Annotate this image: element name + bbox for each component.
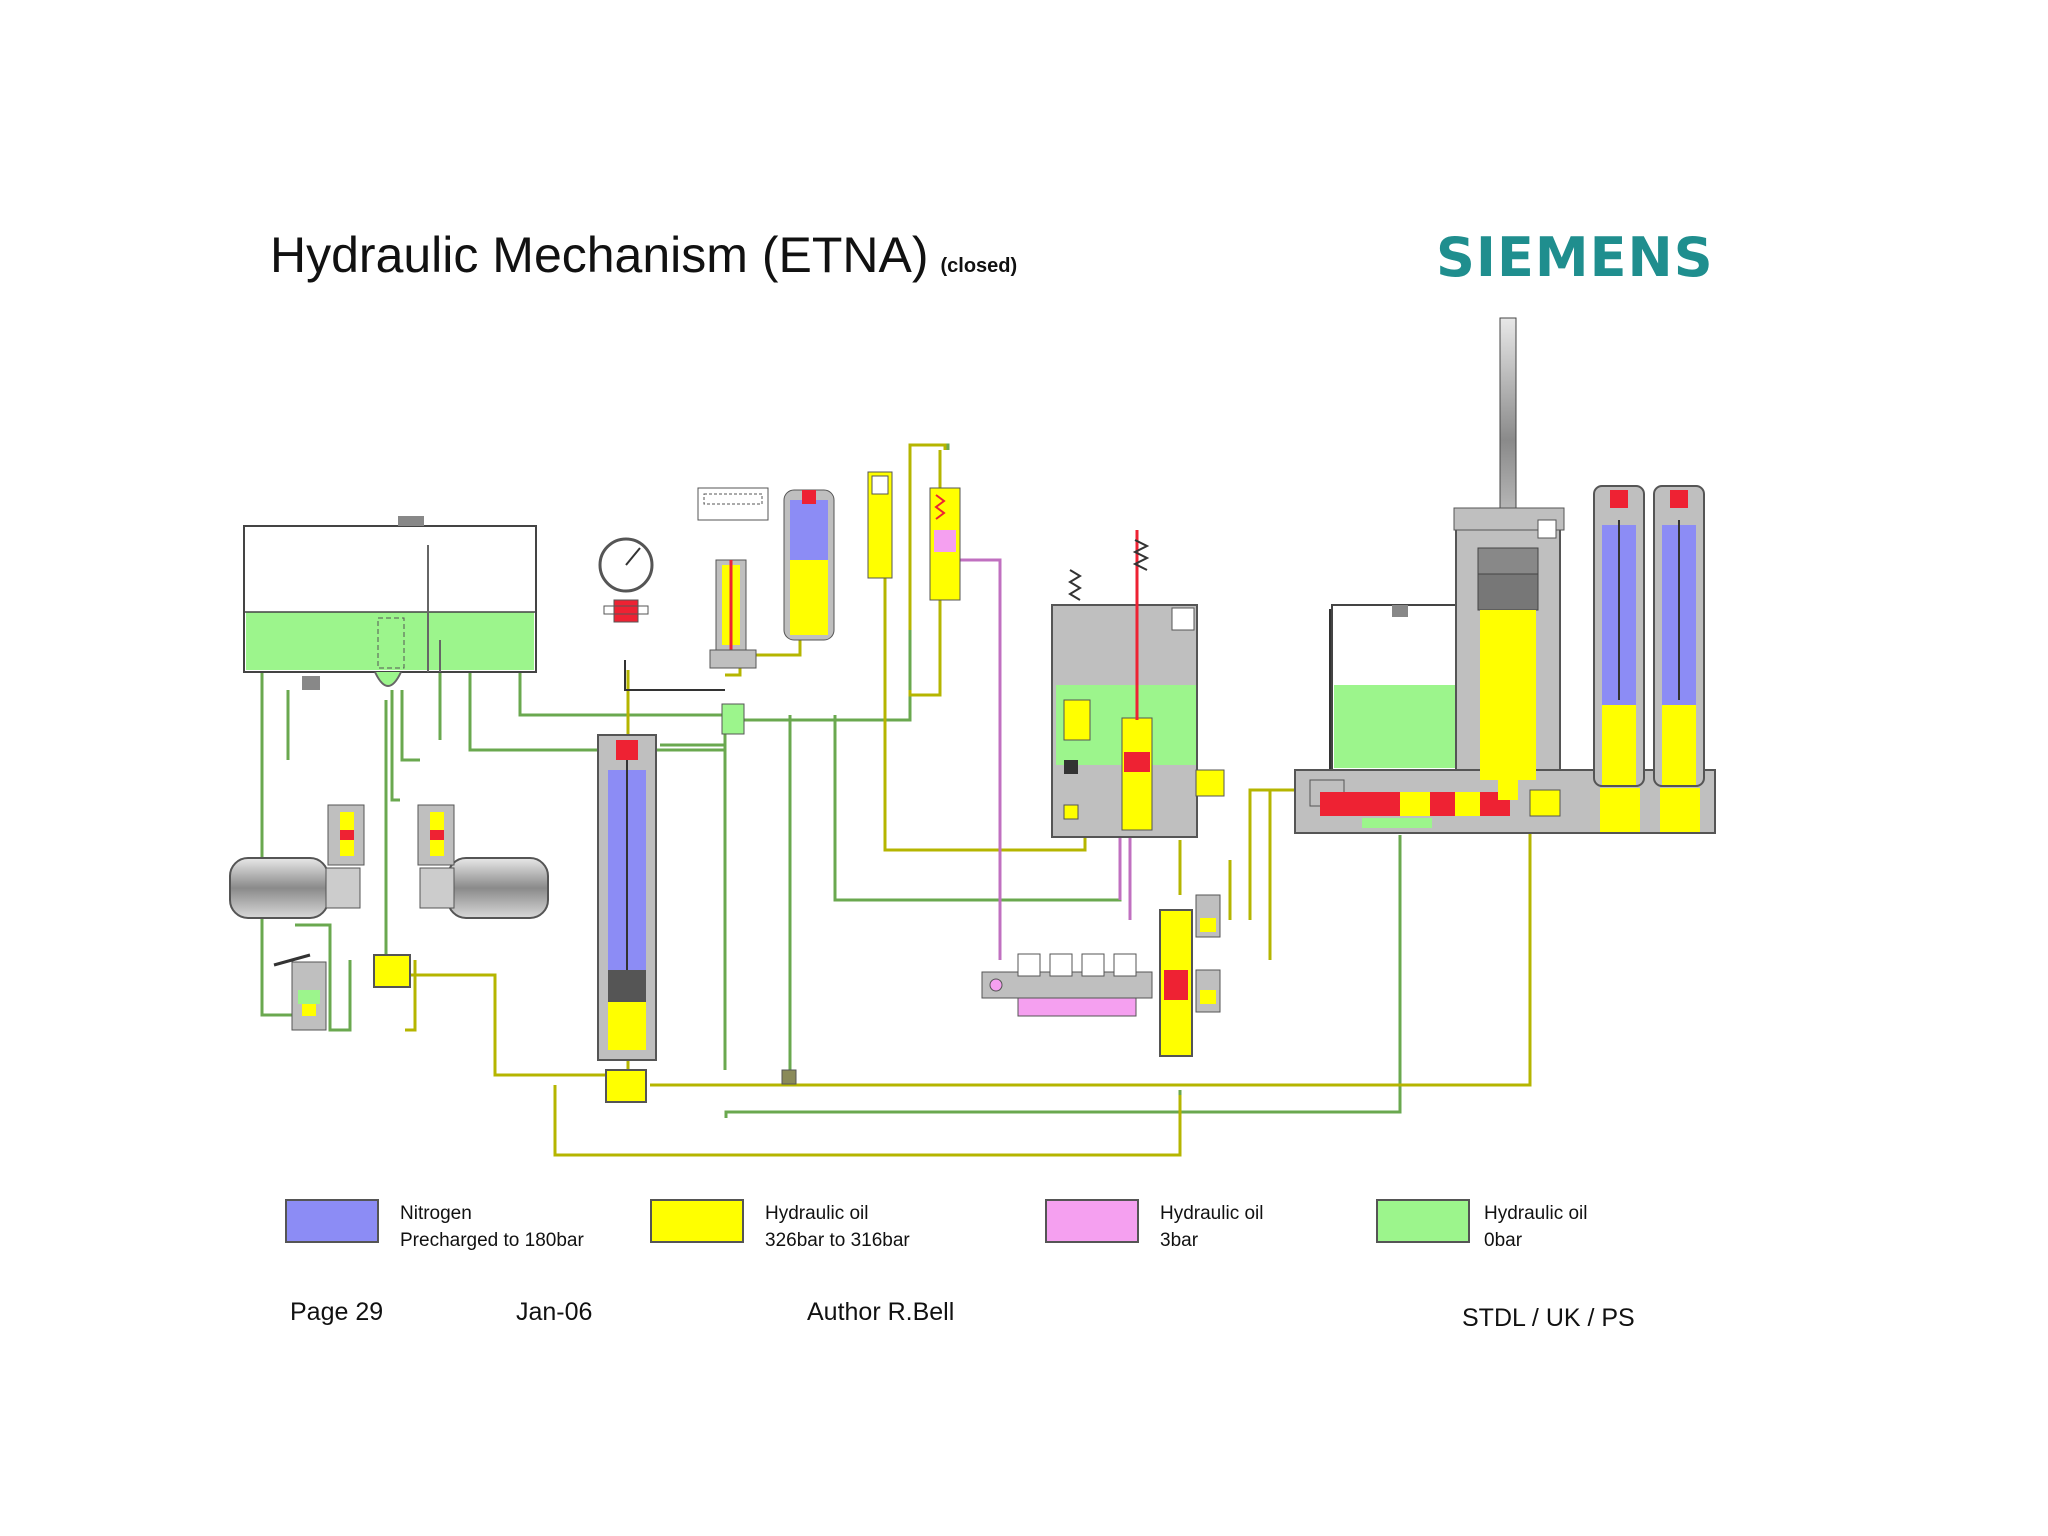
junction-green <box>721 703 745 735</box>
title-text: Hydraulic Mechanism (ETNA) <box>270 227 929 283</box>
legend-label: Nitrogen <box>400 1203 472 1224</box>
legend-swatch-oil-0bar <box>1376 1199 1470 1243</box>
control-valve-block <box>1051 530 1225 838</box>
pump-motor-right <box>419 857 549 919</box>
main-drive-cylinder <box>1453 317 1565 800</box>
return-tank <box>1331 604 1463 771</box>
legend-swatch-oil-high <box>650 1199 744 1243</box>
legend-detail: 3bar <box>1160 1230 1199 1251</box>
oil-reservoir <box>243 516 537 690</box>
pump-valve-right <box>417 804 455 866</box>
legend-detail: Precharged to 180bar <box>400 1230 584 1251</box>
siemens-logo: SIEMENS <box>1436 226 1714 289</box>
pump-motor-left <box>229 857 361 919</box>
legend-swatch-nitrogen <box>285 1199 379 1243</box>
footer-date: Jan-06 <box>516 1298 593 1326</box>
legend-label: Hydraulic oil <box>1160 1203 1264 1224</box>
title-subtitle: (closed) <box>940 255 1018 277</box>
legend-label: Hydraulic oil <box>765 1203 869 1224</box>
footer-author: Author R.Bell <box>807 1298 955 1326</box>
solenoid-manifold <box>981 953 1153 1017</box>
pump-valve-left <box>327 804 365 866</box>
hand-pump <box>273 953 327 1031</box>
footer-dept: STDL / UK / PS <box>1462 1304 1635 1332</box>
legend-detail: 326bar to 316bar <box>765 1230 910 1251</box>
pilot-valve <box>1159 894 1221 1057</box>
relief-valve-top <box>867 471 893 579</box>
pressure-switch-block <box>697 487 769 669</box>
pressure-gauge <box>598 537 654 623</box>
spring-valve-top <box>929 487 961 601</box>
accumulator-small <box>783 489 835 641</box>
legend-swatch-oil-3bar <box>1045 1199 1139 1243</box>
slide-title: Hydraulic Mechanism (ETNA) (closed) <box>270 226 1017 284</box>
legend-label: Hydraulic oil <box>1484 1203 1588 1224</box>
legend-detail: 0bar <box>1484 1230 1523 1251</box>
main-accumulator <box>597 734 657 1103</box>
nitrogen-accumulator-2 <box>1653 485 1705 832</box>
nitrogen-accumulator-1 <box>1593 485 1645 832</box>
filter-block <box>373 954 411 988</box>
footer-page: Page 29 <box>290 1298 384 1326</box>
junction-small <box>781 1069 797 1085</box>
